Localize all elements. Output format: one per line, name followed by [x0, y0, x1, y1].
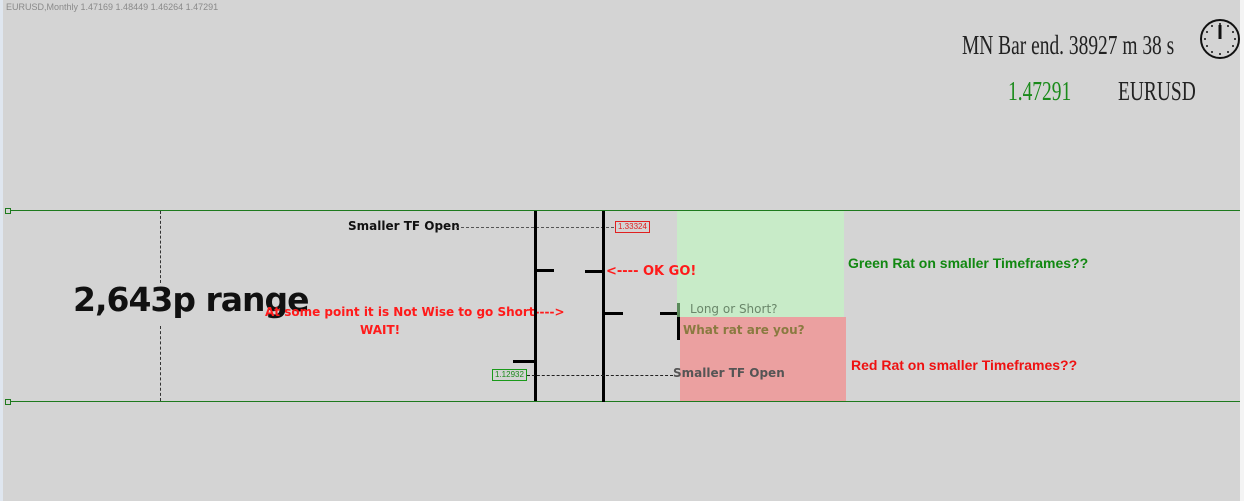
window-left-border [0, 0, 3, 501]
green-rat-note: Green Rat on smaller Timeframes?? [848, 255, 1089, 271]
clock-icon [1200, 19, 1240, 59]
bar-end-timer: MN Bar end. 38927 m 38 s [962, 30, 1175, 60]
smaller-tf-open-bottom-label: Smaller TF Open [673, 366, 785, 380]
range-low-handle[interactable] [5, 399, 11, 405]
candle-1-close [536, 269, 554, 272]
ok-go-note: <---- OK GO! [606, 264, 697, 279]
range-vertical-line-bottom [160, 326, 161, 401]
candle-3-range-upper [677, 303, 680, 317]
range-label: 2,643p range [73, 280, 310, 319]
candle-1-open [513, 360, 535, 363]
smaller-tf-open-bottom-line[interactable] [527, 375, 673, 376]
candle-2-close [604, 312, 623, 315]
not-wise-note: At some point it is Not Wise to go Short… [265, 305, 565, 319]
range-vertical-line-top [160, 211, 161, 283]
upper-price-label: 1.33324 [615, 221, 650, 233]
candle-2-open [585, 270, 603, 273]
range-high-handle[interactable] [5, 208, 11, 214]
what-rat-note: What rat are you? [683, 323, 805, 337]
lower-price-label: 1.12932 [492, 369, 527, 381]
red-zone [680, 317, 846, 401]
green-zone [677, 211, 844, 317]
candle-1-range [534, 211, 537, 401]
candle-3-open [660, 312, 678, 315]
red-rat-note: Red Rat on smaller Timeframes?? [851, 357, 1078, 373]
current-price: 1.47291 [1008, 76, 1072, 106]
range-low-line[interactable] [7, 401, 1240, 402]
wait-note: WAIT! [360, 323, 401, 337]
window-right-border [1240, 0, 1244, 501]
range-high-line[interactable] [7, 210, 1240, 211]
symbol-label: EURUSD [1118, 76, 1196, 106]
candle-3-range-lower [677, 317, 680, 340]
chart-title: EURUSD,Monthly 1.47169 1.48449 1.46264 1… [6, 2, 219, 12]
candle-2-range [602, 211, 605, 402]
long-or-short-note: Long or Short? [690, 302, 778, 316]
smaller-tf-open-top-label: Smaller TF Open [348, 219, 460, 233]
